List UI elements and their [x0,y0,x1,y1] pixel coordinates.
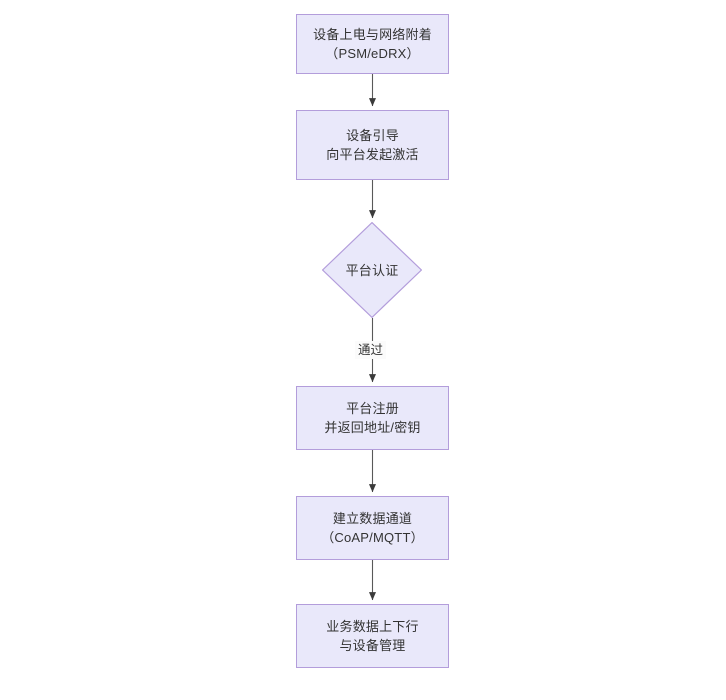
node-business-data-line-1: 业务数据上下行 [326,619,419,634]
node-platform-register[interactable]: 平台注册 并返回地址/密钥 [296,386,449,450]
node-data-channel[interactable]: 建立数据通道 （CoAP/MQTT） [296,496,449,560]
node-bootstrap[interactable]: 设备引导 向平台发起激活 [296,110,449,180]
node-data-channel-line-2: （CoAP/MQTT） [321,530,424,545]
node-business-data[interactable]: 业务数据上下行 与设备管理 [296,604,449,668]
node-platform-auth-label: 平台认证 [345,262,399,278]
node-platform-register-line-1: 平台注册 [346,401,399,416]
node-power-on-line-2: （PSM/eDRX） [325,46,420,61]
node-platform-register-line-2: 并返回地址/密钥 [324,420,421,435]
diamond-shape-icon [322,222,422,318]
node-data-channel-line-1: 建立数据通道 [332,511,413,526]
node-bootstrap-line-1: 设备引导 [346,128,399,143]
node-business-data-line-2: 与设备管理 [339,638,406,653]
node-power-on-line-1: 设备上电与网络附着 [313,27,432,42]
edge-label-pass: 通过 [355,341,387,359]
node-power-on[interactable]: 设备上电与网络附着 （PSM/eDRX） [296,14,449,74]
node-bootstrap-line-2: 向平台发起激活 [326,147,419,162]
node-platform-auth[interactable]: 平台认证 [322,222,422,318]
